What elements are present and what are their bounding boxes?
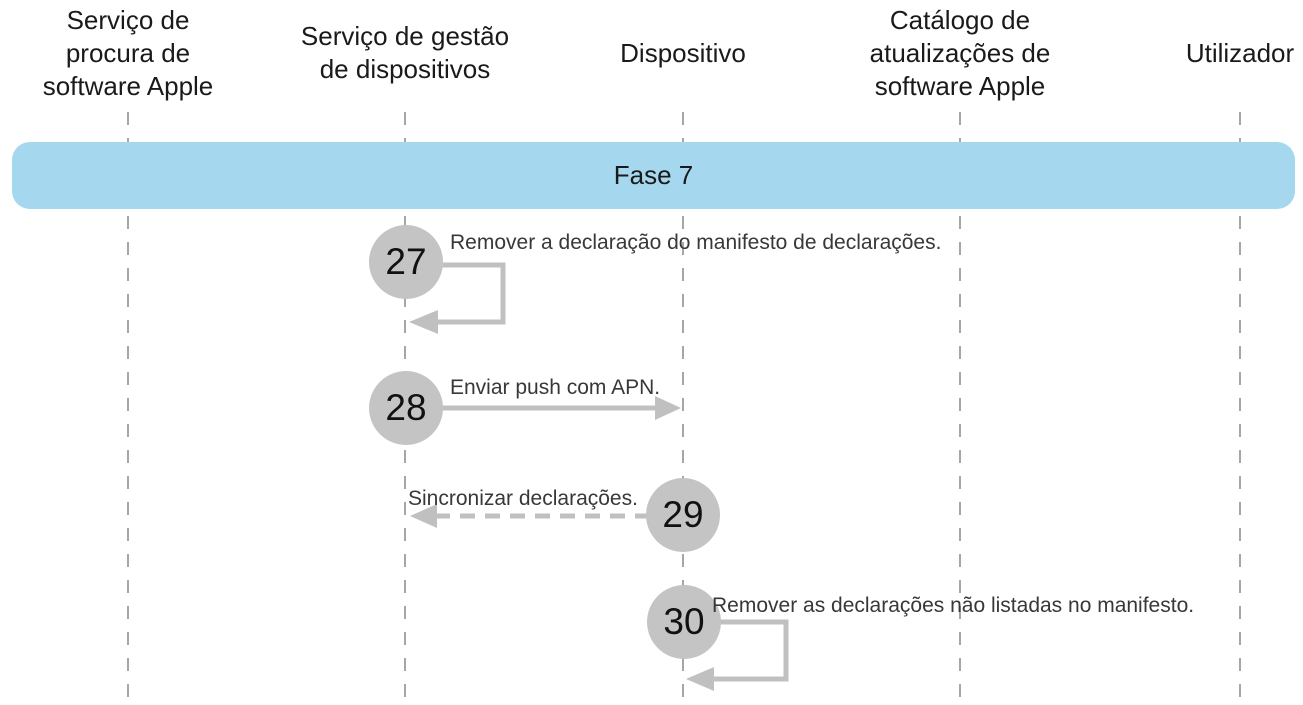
step-circle-29: 29 [646,478,720,552]
step-29-dashed-arrow [410,504,650,528]
lifeline-dispositivo [682,112,684,705]
step-label-30: Remover as declarações não listadas no m… [712,594,1195,617]
lifeline-label-servico-gestao-dispositivos: Serviço de gestão de dispositivos [300,21,510,84]
lifeline-label-utilizador: Utilizador [1185,37,1295,68]
step-28-solid-arrow [428,396,681,420]
step-30-self-loop-arrow [686,619,789,691]
phase-band: Fase 7 [12,142,1295,209]
lifeline-utilizador [1239,112,1241,705]
step-label-28: Enviar push com APN. [450,376,661,399]
lifeline-servico-procura-software-apple [127,112,129,705]
lifeline-label-dispositivo: Dispositivo [620,37,746,68]
step-circle-27: 27 [369,225,443,299]
step-circle-28: 28 [369,371,443,445]
step-label-29: Sincronizar declarações. [408,487,638,510]
lifeline-label-servico-procura-software-apple: Serviço de procura de software Apple [42,4,214,101]
step-circle-30: 30 [647,585,721,659]
step-27-self-loop-arrow [409,262,506,334]
lifeline-label-catalogo-atualizacoes: Catálogo de atualizações de software App… [869,4,1051,101]
step-label-27: Remover a declaração do manifesto de dec… [450,231,942,254]
phase-label: Fase 7 [613,160,694,190]
lifeline-catalogo-atualizacoes [959,112,961,705]
